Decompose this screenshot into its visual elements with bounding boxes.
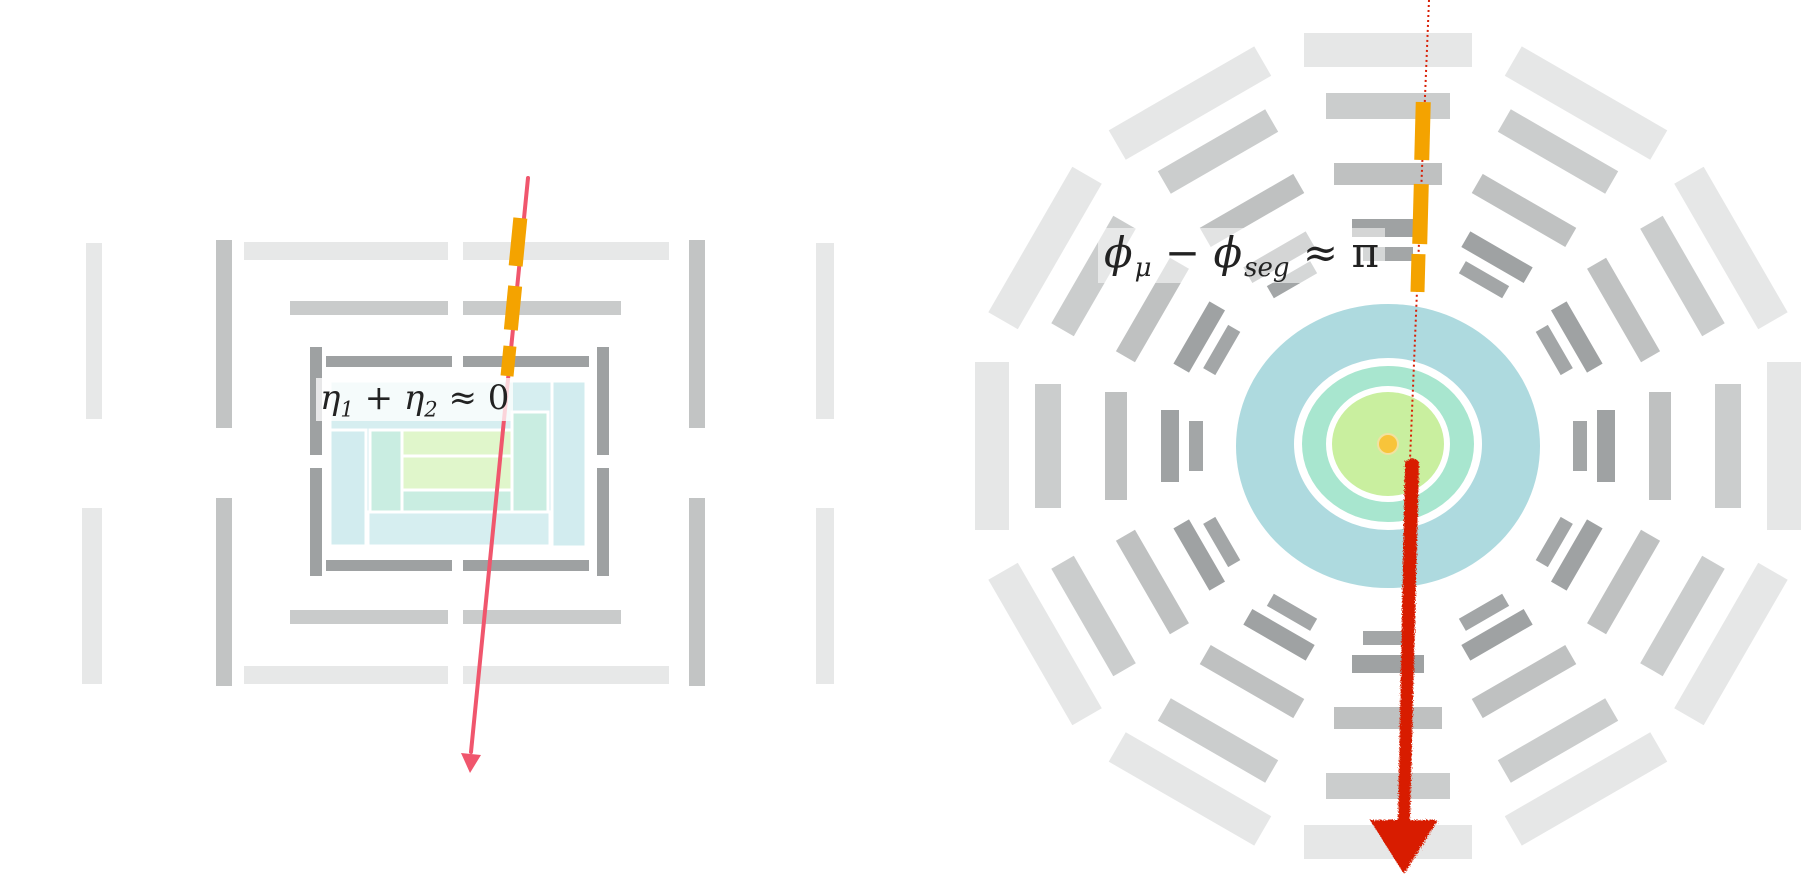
outer-ring-chamber xyxy=(1504,732,1668,846)
middle-ring-chamber xyxy=(1115,529,1189,635)
segment-hits-left xyxy=(500,217,528,377)
phi-sub-seg: seg xyxy=(1244,253,1290,284)
inner-ring-chamber xyxy=(1173,301,1226,373)
eta-sub-1: 1 xyxy=(340,396,354,422)
phi-symbol: ϕ xyxy=(1104,228,1133,277)
innermost-ring-chamber xyxy=(1189,421,1203,471)
end-view xyxy=(975,0,1801,874)
plus-sign: + xyxy=(353,378,404,418)
segment-hits-right xyxy=(1410,101,1431,293)
inner-ring-chamber xyxy=(1161,410,1179,482)
approx-pi: ≈ π xyxy=(1289,228,1380,277)
outer-ring-chamber xyxy=(1674,562,1788,726)
tracker xyxy=(1236,304,1540,588)
segment-hit-icon xyxy=(1414,101,1431,161)
innermost-ring-chamber xyxy=(1535,324,1573,376)
eta-symbol: η xyxy=(320,378,341,418)
cosmic-arrow xyxy=(1370,458,1438,874)
middle-ring-chamber xyxy=(1471,173,1577,247)
innermost-ring-chamber xyxy=(1458,261,1510,299)
muon-track xyxy=(461,176,530,773)
outer-middle-ring-chamber xyxy=(1326,773,1450,799)
innermost-ring-chamber xyxy=(1535,516,1573,568)
outer-middle-ring-chamber xyxy=(1640,215,1725,337)
innermost-ring-chamber xyxy=(1458,593,1510,631)
inner-ring-chamber xyxy=(1461,231,1533,284)
outer-middle-ring-chamber xyxy=(1640,555,1725,677)
inner-ring-chamber xyxy=(1550,519,1603,591)
arrowhead-icon xyxy=(1370,820,1438,874)
middle-ring-chamber xyxy=(1334,707,1442,729)
segment-hit-icon xyxy=(503,285,523,331)
inner-muon-stations xyxy=(310,347,609,576)
outer-ring-chamber xyxy=(1767,362,1801,530)
eta-sum-label: η1 + η2 ≈ 0 xyxy=(316,378,514,422)
innermost-ring-chamber xyxy=(1573,421,1587,471)
outer-ring-chamber xyxy=(1108,46,1272,160)
outer-ring-chamber xyxy=(1504,46,1668,160)
middle-ring-chamber xyxy=(1334,163,1442,185)
outer-middle-ring-chamber xyxy=(1157,698,1279,783)
eta-symbol-2: η xyxy=(403,378,425,418)
outer-middle-ring-chamber xyxy=(1157,109,1279,194)
outer-middle-ring-chamber xyxy=(1035,384,1061,508)
outer-ring-chamber xyxy=(988,562,1102,726)
outer-middle-ring-chamber xyxy=(1497,109,1619,194)
outer-ring-chamber xyxy=(1674,166,1788,330)
approx-zero: ≈ 0 xyxy=(437,378,510,418)
arrowhead-icon xyxy=(461,753,481,773)
inner-ring-chamber xyxy=(1597,410,1615,482)
outer-ring-chamber xyxy=(988,166,1102,330)
segment-hit-icon xyxy=(1410,253,1426,293)
segment-hit-icon xyxy=(500,345,517,377)
outer-ring-chamber xyxy=(1108,732,1272,846)
innermost-ring-chamber xyxy=(1203,324,1241,376)
inner-ring-chamber xyxy=(1243,608,1315,661)
outer-muon-stations xyxy=(82,242,834,684)
segment-hit-icon xyxy=(1412,183,1429,245)
middle-ring-chamber xyxy=(1115,257,1189,363)
outer-middle-ring-chamber xyxy=(1051,555,1136,677)
middle-ring-chamber xyxy=(1105,392,1127,500)
inner-ring-chamber xyxy=(1173,519,1226,591)
inner-ring-chamber xyxy=(1550,301,1603,373)
muon-chamber-rings xyxy=(975,33,1801,859)
interaction-vertex-icon xyxy=(1377,433,1399,455)
middle-muon-stations xyxy=(216,240,705,686)
phi-diff-label: ϕμ − ϕseg ≈ π xyxy=(1098,228,1386,284)
innermost-ring-chamber xyxy=(1266,593,1318,631)
outer-middle-ring-chamber xyxy=(1715,384,1741,508)
middle-ring-chamber xyxy=(1471,645,1577,719)
segment-hit-icon xyxy=(508,217,528,267)
outer-middle-ring-chamber xyxy=(1497,698,1619,783)
innermost-ring-chamber xyxy=(1363,631,1413,645)
phi-symbol-2: ϕ xyxy=(1213,228,1243,277)
side-view xyxy=(82,176,834,773)
middle-ring-chamber xyxy=(1199,645,1305,719)
inner-ring-chamber xyxy=(1461,608,1533,661)
middle-ring-chamber xyxy=(1587,257,1661,363)
innermost-ring-chamber xyxy=(1203,516,1241,568)
middle-ring-chamber xyxy=(1587,529,1661,635)
outer-middle-ring-chamber xyxy=(1326,93,1450,119)
phi-sub-mu: μ xyxy=(1134,253,1152,284)
outer-ring-chamber xyxy=(975,362,1009,530)
minus-sign: − xyxy=(1151,228,1214,277)
outer-ring-chamber xyxy=(1304,33,1472,67)
eta-sub-2: 2 xyxy=(424,396,438,422)
middle-ring-chamber xyxy=(1649,392,1671,500)
